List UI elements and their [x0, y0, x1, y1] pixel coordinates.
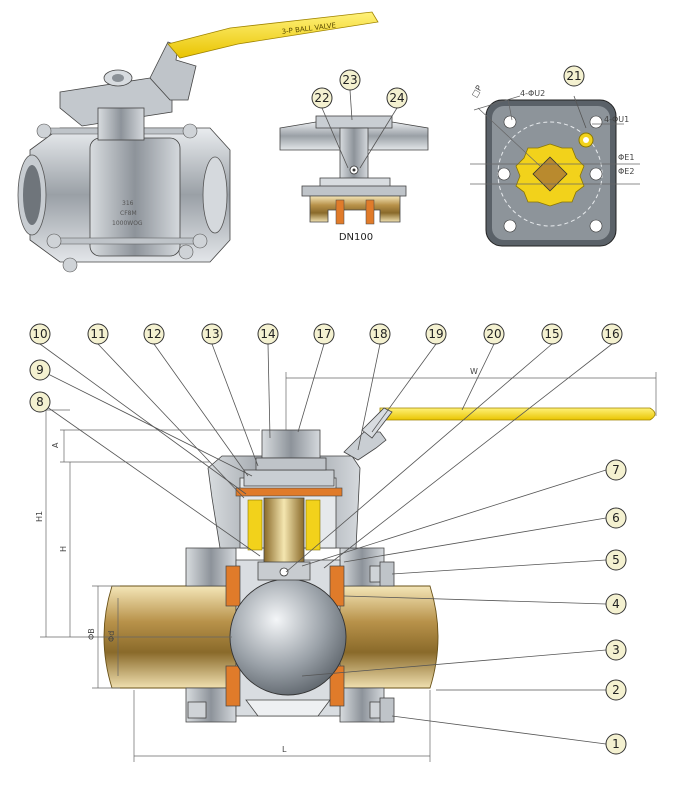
dim-w: W	[470, 367, 478, 376]
callout-5	[605, 549, 627, 571]
callout-6-label: 6	[612, 511, 620, 525]
callout-5-label: 5	[612, 553, 620, 567]
callout-4-label: 4	[612, 597, 620, 611]
callout-14	[257, 323, 279, 345]
stem-detail-caption: DN100	[339, 232, 373, 243]
callout-23-label: 23	[342, 73, 357, 87]
label-e2: ΦE2	[618, 167, 634, 176]
callout-22-label: 22	[314, 91, 329, 105]
body-mark-3: 1000WOG	[112, 220, 143, 227]
dim-l: L	[282, 745, 287, 754]
callout-8-label: 8	[36, 395, 44, 409]
dim-h1: H1	[35, 511, 44, 522]
callout-13	[201, 323, 223, 345]
section-view: W A H1 H ΦB Φd L	[29, 323, 657, 762]
callout-4	[605, 593, 627, 615]
dim-d: Φd	[107, 631, 116, 642]
callout-11	[87, 323, 109, 345]
callout-9	[29, 359, 51, 381]
callout-19	[425, 323, 447, 345]
callout-7	[605, 459, 627, 481]
callout-1-label: 1	[612, 737, 620, 751]
callout-24	[386, 87, 408, 109]
callout-8	[29, 391, 51, 413]
callout-3-label: 3	[612, 643, 620, 657]
callout-20-label: 20	[486, 327, 501, 341]
callout-3	[605, 639, 627, 661]
callout-21	[563, 65, 585, 87]
callout-17	[313, 323, 335, 345]
callout-13-label: 13	[204, 327, 219, 341]
callout-12	[143, 323, 165, 345]
callout-10-label: 10	[32, 327, 47, 341]
callout-6	[605, 507, 627, 529]
callout-2-label: 2	[612, 683, 620, 697]
body-mark-1: 316	[122, 200, 134, 207]
flange-detail: 4-ΦU2 4-ΦU1 ΦE1 ΦE2 □P 21	[470, 65, 640, 247]
callout-18	[369, 323, 391, 345]
callout-10	[29, 323, 51, 345]
callout-19-label: 19	[428, 327, 443, 341]
label-u2: 4-ΦU2	[520, 89, 545, 98]
callout-12-label: 12	[146, 327, 161, 341]
label-e1: ΦE1	[618, 153, 634, 162]
callout-20	[483, 323, 505, 345]
callout-7-label: 7	[612, 463, 620, 477]
callout-11-label: 11	[90, 327, 105, 341]
callout-18-label: 18	[372, 327, 387, 341]
body-mark-2: CF8M	[120, 210, 137, 217]
dim-a: A	[51, 442, 60, 448]
stem-detail: 23 22 24 DN100	[279, 69, 429, 243]
callout-15	[541, 323, 563, 345]
callout-23	[339, 69, 361, 91]
valve-photo: 3-P BALL VALVE 316 CF8M 1000WOG	[17, 11, 379, 273]
label-u1: 4-ΦU1	[604, 115, 629, 124]
callout-24-label: 24	[389, 91, 404, 105]
dim-h: H	[59, 546, 68, 552]
callout-2	[605, 679, 627, 701]
callout-22	[311, 87, 333, 109]
label-square: □P	[470, 84, 484, 99]
callout-16-label: 16	[604, 327, 619, 341]
callout-21-label: 21	[566, 69, 581, 83]
callout-14-label: 14	[260, 327, 275, 341]
callout-1	[605, 733, 627, 755]
dim-b: ΦB	[87, 628, 96, 640]
callout-15-label: 15	[544, 327, 559, 341]
callout-17-label: 17	[316, 327, 331, 341]
callout-16	[601, 323, 623, 345]
callout-9-label: 9	[36, 363, 44, 377]
